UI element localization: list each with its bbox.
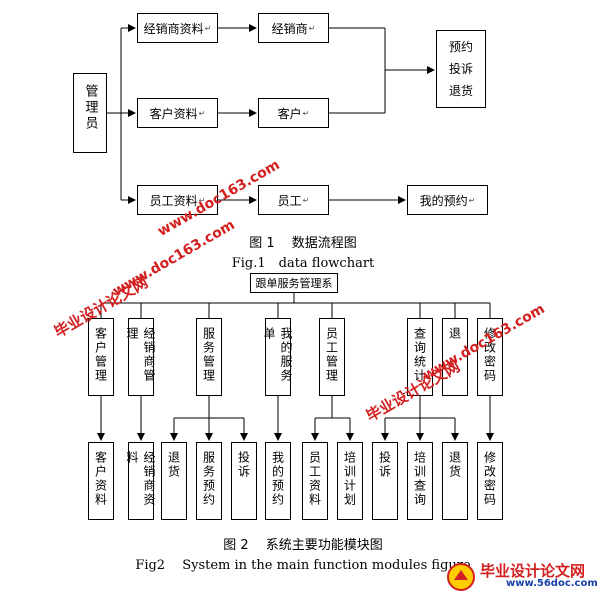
leaf-complain: 投诉 — [231, 442, 257, 520]
module-change-password: 修改密码 — [477, 318, 503, 396]
node-staff-info-label: 员工资料 — [149, 193, 198, 208]
leaf-label: 培训查询 — [412, 451, 427, 507]
node-dealer-label: 经销商 — [271, 21, 308, 36]
leaf-label: 退货 — [166, 451, 181, 479]
node-customer-info: 客户资料↵ — [137, 98, 218, 128]
edit-mark: ↵ — [308, 23, 316, 33]
module-label: 查询统计 — [412, 327, 427, 383]
logo-url: www.56doc.com — [506, 578, 598, 589]
leaf-label: 培训计划 — [342, 451, 357, 507]
leaf-customer-info: 客户资料 — [88, 442, 114, 520]
leaf-training-plan: 培训计划 — [337, 442, 363, 520]
leaf-label: 客户资料 — [93, 451, 108, 507]
node-dealer-info: 经销商资料↵ — [137, 13, 218, 43]
fig1-caption-cn: 图 1 数据流程图 — [249, 236, 357, 251]
logo-title: 毕业设计论文网 — [480, 562, 586, 580]
edit-mark: ↵ — [198, 195, 206, 205]
leaf-label: 我的预约 — [270, 451, 285, 507]
leaf-label: 经销商资料 — [125, 451, 156, 507]
module-service-mgmt: 服务管理 — [196, 318, 222, 396]
node-my-booking: 我的预约↵ — [407, 185, 488, 215]
module-staff-mgmt: 员工管理 — [319, 318, 345, 396]
leaf-dealer-info: 经销商资料 — [125, 442, 156, 520]
module-logout: 退 — [442, 318, 468, 396]
edit-mark: ↵ — [302, 108, 310, 118]
node-customer: 客户↵ — [258, 98, 329, 128]
node-customer-info-label: 客户资料 — [149, 106, 198, 121]
fig2-caption-cn: 图 2 系统主要功能模块图 — [223, 538, 383, 553]
leaf-label: 员工资料 — [307, 451, 322, 507]
module-label: 服务管理 — [201, 327, 216, 383]
leaf-label: 投诉 — [236, 451, 251, 479]
root-system-box: 跟单服务管理系 — [250, 273, 338, 293]
node-staff-label: 员工 — [277, 193, 302, 208]
node-admin-label: 管理员 — [82, 84, 98, 132]
fig2-caption-en: Fig2 System in the main function modules… — [135, 558, 471, 573]
module-customer-mgmt: 客户管理 — [88, 318, 114, 396]
node-dealer-info-label: 经销商资料 — [143, 21, 204, 36]
node-my-booking-label: 我的预约 — [419, 193, 468, 208]
module-my-service: 我的服务单 — [262, 318, 293, 396]
edit-mark: ↵ — [302, 195, 310, 205]
edit-mark: ↵ — [204, 23, 212, 33]
leaf-change-password: 修改密码 — [477, 442, 503, 520]
leaf-my-booking: 我的预约 — [265, 442, 291, 520]
module-query: 查询统计 — [407, 318, 433, 396]
node-reserve-complain-return: 预约投诉退货 — [436, 30, 486, 108]
logo-emblem-icon — [447, 563, 475, 591]
leaf-return-2: 退货 — [442, 442, 468, 520]
leaf-staff-info: 员工资料 — [302, 442, 328, 520]
module-label: 员工管理 — [324, 327, 339, 383]
node-admin: 管理员 — [73, 73, 107, 153]
node-staff-info: 员工资料↵ — [137, 185, 218, 215]
node-dealer: 经销商↵ — [258, 13, 329, 43]
site-logo: 毕业设计论文网 www.56doc.com — [446, 560, 602, 592]
leaf-complain-2: 投诉 — [372, 442, 398, 520]
edit-mark: ↵ — [198, 108, 206, 118]
node-staff: 员工↵ — [258, 185, 329, 215]
module-label: 修改密码 — [482, 327, 497, 383]
leaf-label: 退货 — [447, 451, 462, 479]
fig1-caption-en: Fig.1 data flowchart — [231, 256, 375, 271]
module-label: 经销商管理 — [125, 327, 156, 383]
leaf-training-query: 培训查询 — [407, 442, 433, 520]
module-label: 退 — [447, 327, 462, 341]
leaf-label: 投诉 — [377, 451, 392, 479]
node-customer-label: 客户 — [277, 106, 302, 121]
module-label: 我的服务单 — [262, 327, 293, 383]
node-reserve-complain-return-label: 预约投诉退货 — [448, 40, 473, 98]
leaf-service-booking: 服务预约 — [196, 442, 222, 520]
leaf-label: 服务预约 — [201, 451, 216, 507]
leaf-label: 修改密码 — [482, 451, 497, 507]
root-system-label: 跟单服务管理系 — [255, 277, 333, 290]
edit-mark: ↵ — [468, 195, 476, 205]
module-label: 客户管理 — [93, 327, 108, 383]
module-dealer-mgmt: 经销商管理 — [125, 318, 156, 396]
leaf-return: 退货 — [161, 442, 187, 520]
